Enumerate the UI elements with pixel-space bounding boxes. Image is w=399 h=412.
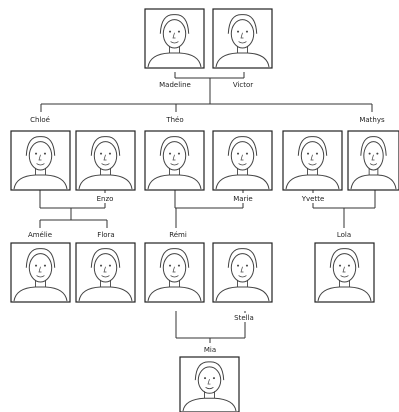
name-label-theo: Théo bbox=[166, 116, 184, 124]
name-label-lola: Lola bbox=[336, 231, 352, 239]
portrait-amelie bbox=[10, 242, 71, 303]
portrait-yvette bbox=[282, 130, 343, 191]
portrait-stella bbox=[212, 242, 273, 303]
portrait-victor bbox=[212, 8, 273, 69]
name-label-mia: Mia bbox=[203, 346, 217, 354]
portrait-madeline bbox=[144, 8, 205, 69]
name-label-victor: Victor bbox=[232, 81, 254, 89]
name-label-yvette: Yvette bbox=[301, 195, 325, 203]
name-label-madeline: Madeline bbox=[159, 81, 191, 89]
name-label-chloe: Chloé bbox=[30, 116, 50, 124]
portrait-chloe bbox=[10, 130, 71, 191]
portrait-mia bbox=[179, 356, 240, 412]
portrait-marie bbox=[212, 130, 273, 191]
name-label-amelie: Amélie bbox=[27, 231, 53, 239]
portrait-enzo bbox=[75, 130, 136, 191]
name-label-stella: Stella bbox=[234, 314, 254, 322]
name-label-flora: Flora bbox=[97, 231, 115, 239]
portrait-flora bbox=[75, 242, 136, 303]
name-label-enzo: Enzo bbox=[96, 195, 114, 203]
portrait-mathys bbox=[347, 130, 399, 191]
portrait-remi bbox=[144, 242, 205, 303]
name-label-mathys: Mathys bbox=[359, 116, 385, 124]
portrait-theo bbox=[144, 130, 205, 191]
name-label-remi: Rémi bbox=[169, 231, 187, 239]
name-label-marie: Marie bbox=[233, 195, 253, 203]
portrait-lola bbox=[314, 242, 375, 303]
